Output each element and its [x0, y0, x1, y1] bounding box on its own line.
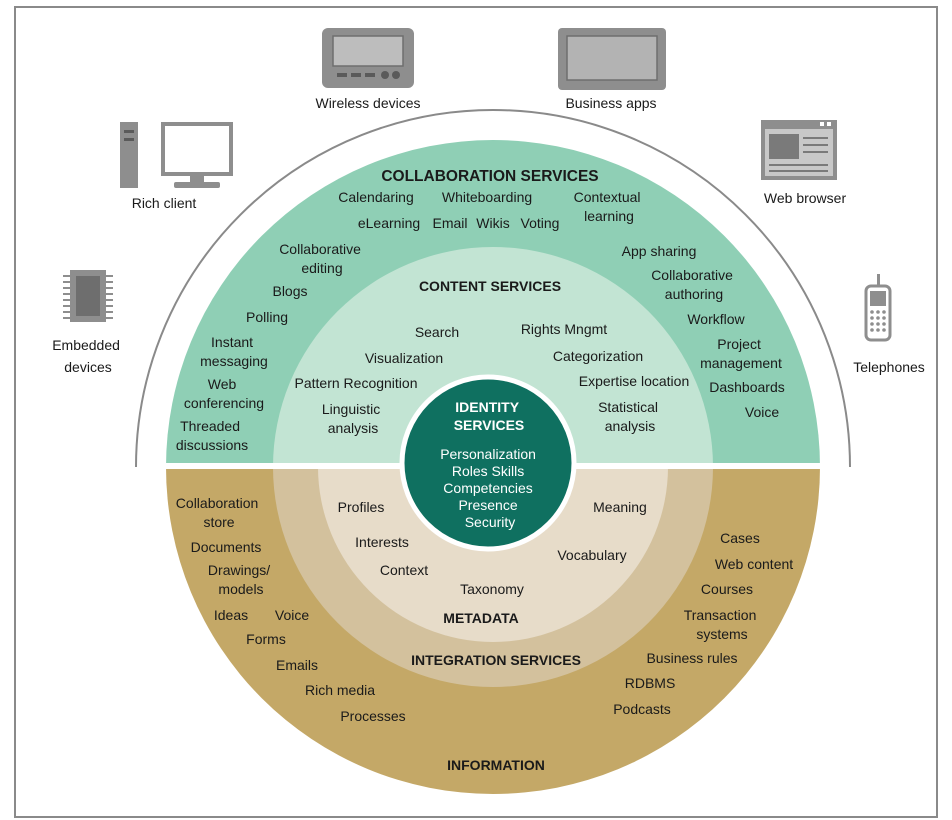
collab-project-management: Project management: [700, 336, 782, 371]
collab-collaborative-editing: Collaborative editing: [279, 241, 365, 276]
collab-app-sharing: App sharing: [622, 243, 697, 259]
device-label-embedded: Embedded devices: [52, 337, 124, 375]
integration-title: INTEGRATION SERVICES: [411, 652, 581, 668]
collab-workflow: Workflow: [687, 311, 745, 327]
content-title: CONTENT SERVICES: [419, 278, 561, 294]
collab-dashboards: Dashboards: [709, 379, 785, 395]
content-visualization: Visualization: [365, 350, 443, 366]
collab-whiteboarding: Whiteboarding: [442, 189, 532, 205]
collab-elearning: eLearning: [358, 215, 420, 231]
business-apps-icon: [558, 28, 666, 90]
collab-voice: Voice: [745, 404, 779, 420]
info-voice: Voice: [275, 607, 309, 623]
embedded-device-icon: [63, 270, 113, 322]
info-ideas: Ideas: [214, 607, 248, 623]
content-ring: [273, 247, 713, 467]
web-browser-icon: [761, 120, 837, 180]
collab-contextual-learning: Contextual learning: [574, 189, 645, 224]
info-collaboration-store: Collaboration store: [176, 495, 262, 530]
metadata-interests: Interests: [355, 534, 409, 550]
collab-collaborative-authoring: Collaborative authoring: [651, 267, 737, 302]
identity-core: [399, 374, 577, 552]
info-podcasts: Podcasts: [613, 701, 671, 717]
info-web-content: Web content: [715, 556, 793, 572]
content-rights-mngmt: Rights Mngmt: [521, 321, 607, 337]
device-label-web-browser: Web browser: [764, 190, 847, 206]
wireless-device-icon: [322, 28, 414, 88]
info-rich-media: Rich media: [305, 682, 375, 698]
info-documents: Documents: [191, 539, 262, 555]
content-statistical-analysis: Statistical analysis: [598, 399, 662, 434]
collab-instant-messaging: Instant messaging: [200, 334, 268, 369]
collab-voting: Voting: [521, 215, 560, 231]
info-cases: Cases: [720, 530, 760, 546]
collab-blogs: Blogs: [272, 283, 307, 299]
rich-client-icon: [120, 122, 233, 188]
metadata-meaning: Meaning: [593, 499, 647, 515]
info-emails: Emails: [276, 657, 318, 673]
outer-arc-line: [135, 109, 851, 468]
metadata-context: Context: [380, 562, 428, 578]
info-forms: Forms: [246, 631, 286, 647]
info-rdbms: RDBMS: [625, 675, 676, 691]
information-title: INFORMATION: [447, 757, 545, 773]
device-label-rich-client: Rich client: [132, 195, 197, 211]
collab-web-conferencing: Web conferencing: [184, 376, 264, 411]
info-business-rules: Business rules: [646, 650, 737, 666]
device-label-wireless: Wireless devices: [315, 95, 420, 111]
collab-email: Email: [432, 215, 467, 231]
metadata-title: METADATA: [443, 610, 518, 626]
metadata-taxonomy: Taxonomy: [460, 581, 524, 597]
content-categorization: Categorization: [553, 348, 643, 364]
info-transaction-systems: Transaction systems: [684, 607, 761, 642]
info-courses: Courses: [701, 581, 753, 597]
collab-calendaring: Calendaring: [338, 189, 414, 205]
device-label-telephones: Telephones: [853, 359, 925, 375]
telephone-icon: [864, 274, 892, 342]
metadata-vocabulary: Vocabulary: [557, 547, 626, 563]
content-linguistic-analysis: Linguistic analysis: [322, 401, 384, 436]
info-drawings-models: Drawings/ models: [208, 562, 274, 597]
collab-threaded-discussions: Threaded discussions: [176, 418, 248, 453]
content-expertise-location: Expertise location: [579, 373, 690, 389]
content-search: Search: [415, 324, 459, 340]
metadata-profiles: Profiles: [338, 499, 385, 515]
metadata-ring: [318, 467, 668, 642]
collab-polling: Polling: [246, 309, 288, 325]
collab-wikis: Wikis: [476, 215, 509, 231]
identity-title: IDENTITY SERVICES: [454, 399, 525, 433]
info-processes: Processes: [340, 708, 405, 724]
collaboration-title: COLLABORATION SERVICES: [381, 168, 598, 185]
device-label-business-apps: Business apps: [565, 95, 656, 111]
identity-items: Personalization Roles Skills Competencie…: [440, 446, 540, 530]
content-pattern-recognition: Pattern Recognition: [295, 375, 418, 391]
